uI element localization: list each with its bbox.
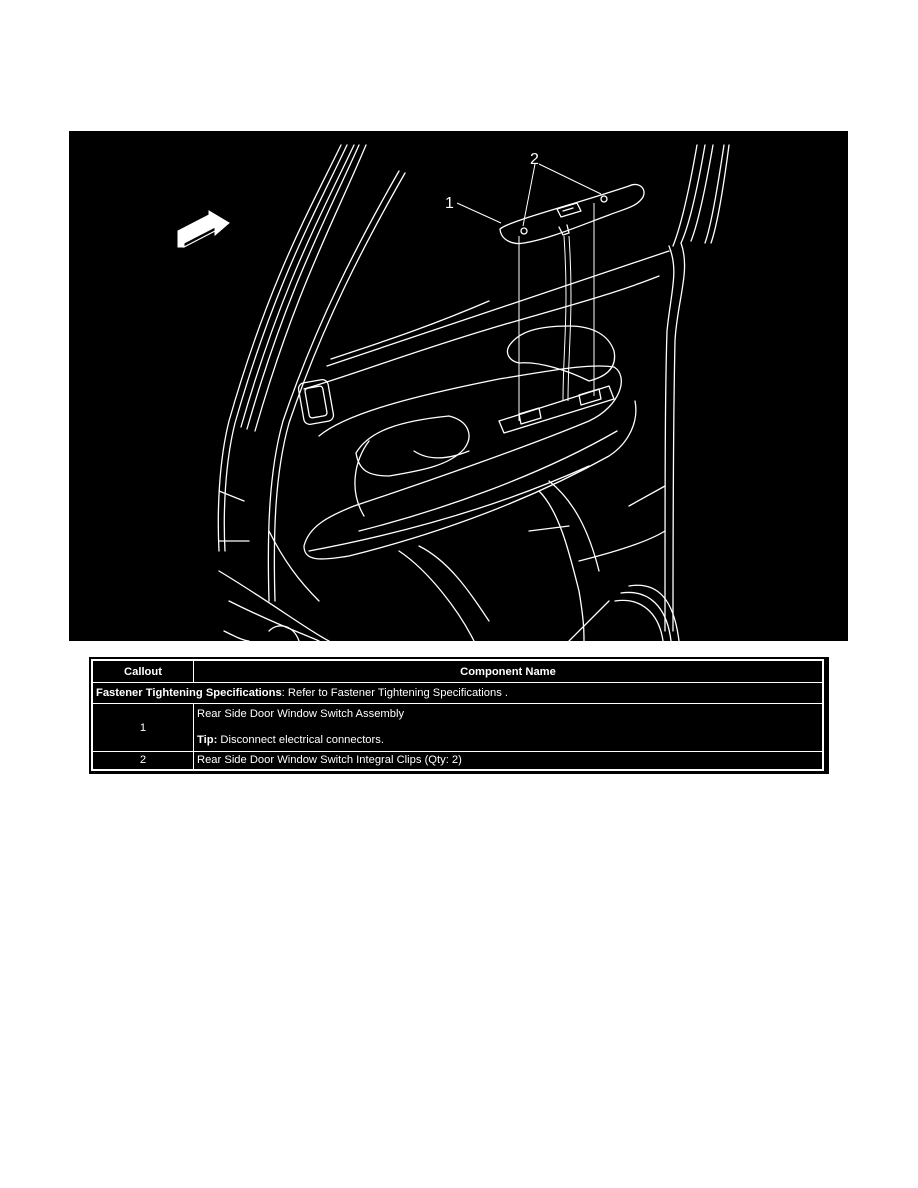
- tip-label: Tip:: [197, 734, 218, 747]
- table-row: 1 Rear Side Door Window Switch Assembly …: [92, 703, 823, 752]
- callout-label-2: 2: [530, 151, 539, 168]
- table-row: 2 Rear Side Door Window Switch Integral …: [92, 750, 823, 771]
- fastener-spec-cell: Fastener Tightening Specifications: Refe…: [92, 682, 823, 705]
- front-arrow-icon: [177, 210, 230, 248]
- callout-leaders: [456, 163, 602, 421]
- fastener-spec-text: : Refer to Fastener Tightening Specifica…: [281, 687, 509, 700]
- header-component-name: Component Name: [193, 659, 823, 684]
- line-art-drawing: [177, 144, 730, 641]
- component-name: Rear Side Door Window Switch Assembly: [197, 708, 405, 721]
- table-header-row: Callout Component Name: [92, 659, 823, 684]
- window-switch-assembly: [499, 183, 645, 245]
- fastener-spec-row: Fastener Tightening Specifications: Refe…: [92, 682, 823, 705]
- callout-cell: 1: [92, 703, 194, 752]
- component-name: Rear Side Door Window Switch Integral Cl…: [193, 750, 823, 771]
- component-table: Callout Component Name Fastener Tighteni…: [89, 657, 829, 774]
- callout-cell: 2: [92, 750, 194, 771]
- tip-line: Tip: Disconnect electrical connectors.: [197, 734, 819, 747]
- tip-text: Disconnect electrical connectors.: [217, 734, 384, 747]
- fastener-spec-label: Fastener Tightening Specifications: [96, 687, 282, 700]
- callout-label-1: 1: [445, 195, 454, 212]
- component-name-cell: Rear Side Door Window Switch Assembly Ti…: [193, 703, 823, 752]
- door-trim-illustration: 1 2: [69, 131, 848, 641]
- header-callout: Callout: [92, 659, 194, 684]
